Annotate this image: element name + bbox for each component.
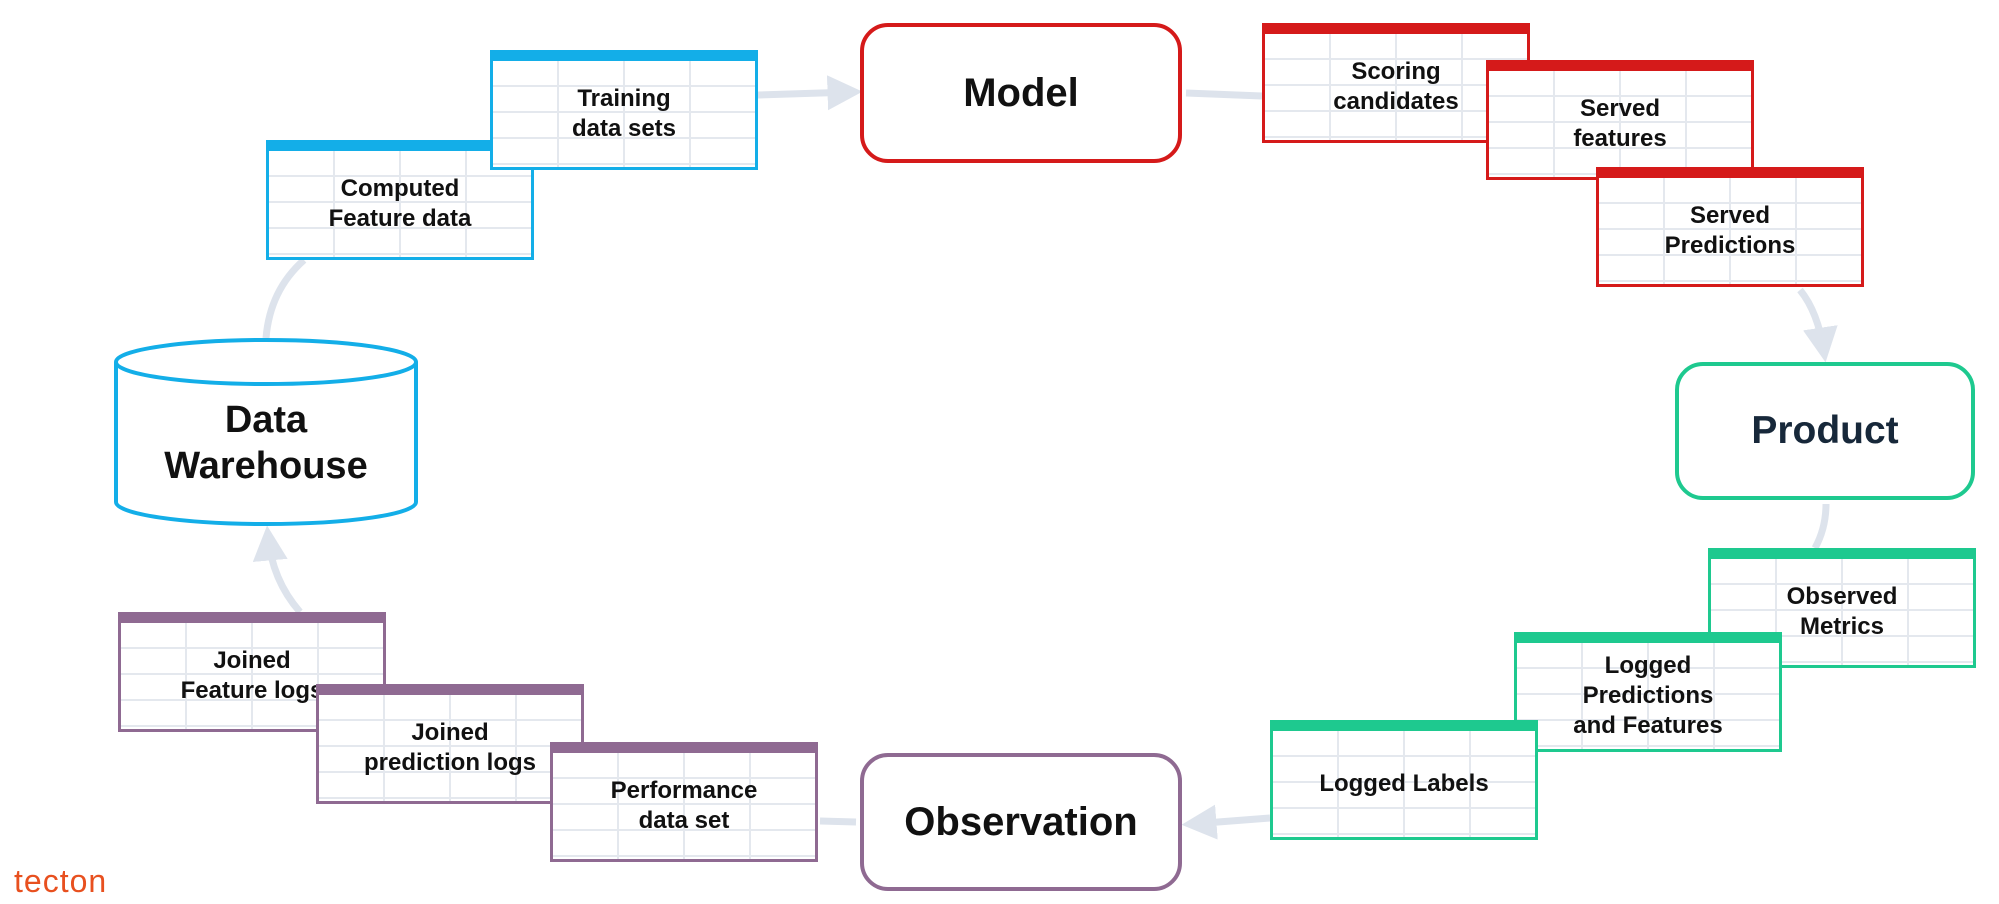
connector-joined-to-warehouse — [252, 525, 303, 615]
joined-feature-line2: Feature logs — [180, 677, 324, 704]
observed-line1: Observed — [1786, 583, 1898, 610]
connector-model-to-scoring — [1185, 89, 1263, 100]
model-label: Model — [963, 71, 1079, 115]
product-label: Product — [1751, 408, 1899, 452]
served-predictions-line2: Predictions — [1664, 232, 1796, 259]
connector-observation-to-performance — [819, 817, 857, 826]
performance-line2: data set — [638, 807, 730, 834]
served-features-line1: Served — [1579, 95, 1661, 122]
connector-product-to-metrics — [1811, 503, 1830, 550]
joined-prediction-line2: prediction logs — [363, 749, 536, 776]
logged-labels-card: Logged Labels — [1270, 720, 1538, 840]
served-features-line2: features — [1573, 125, 1667, 152]
performance-data-set-card: Performance data set — [550, 742, 818, 862]
warehouse-label-line2: Warehouse — [164, 444, 368, 487]
model-node: Model — [860, 23, 1182, 163]
performance-line1: Performance — [610, 777, 758, 804]
computed-line1: Computed — [340, 175, 460, 202]
scoring-candidates-card: Scoring candidates — [1262, 23, 1530, 143]
database-cylinder-icon — [114, 338, 418, 526]
logged-labels-line1: Logged Labels — [1319, 770, 1489, 797]
served-predictions-line1: Served — [1689, 202, 1771, 229]
connector-served-to-product — [1797, 287, 1838, 363]
connector-labels-to-observation — [1181, 804, 1271, 840]
logged-pred-line1: Logged — [1604, 652, 1692, 679]
computed-line2: Feature data — [328, 205, 472, 232]
data-warehouse-node: Data Warehouse — [112, 338, 420, 528]
training-line1: Training — [577, 85, 671, 112]
joined-feature-line1: Joined — [213, 647, 291, 674]
connector-warehouse-to-computed — [262, 257, 307, 339]
scoring-line2: candidates — [1333, 88, 1459, 115]
observation-node: Observation — [860, 753, 1182, 891]
served-features-card: Served features — [1486, 60, 1754, 180]
scoring-line1: Scoring — [1351, 58, 1441, 85]
tecton-logo: tecton — [14, 863, 108, 899]
joined-prediction-logs-card: Joined prediction logs — [316, 684, 584, 804]
connector-training-to-model — [757, 75, 863, 111]
observation-label: Observation — [904, 800, 1138, 844]
training-line2: data sets — [571, 115, 677, 142]
logged-pred-line3: and Features — [1573, 712, 1723, 739]
warehouse-label-line1: Data — [224, 399, 308, 441]
product-node: Product — [1675, 362, 1975, 500]
training-data-sets-card: Training data sets — [490, 50, 758, 170]
joined-prediction-line1: Joined — [411, 719, 489, 746]
observed-line2: Metrics — [1799, 613, 1885, 640]
logged-pred-line2: Predictions — [1582, 682, 1714, 709]
